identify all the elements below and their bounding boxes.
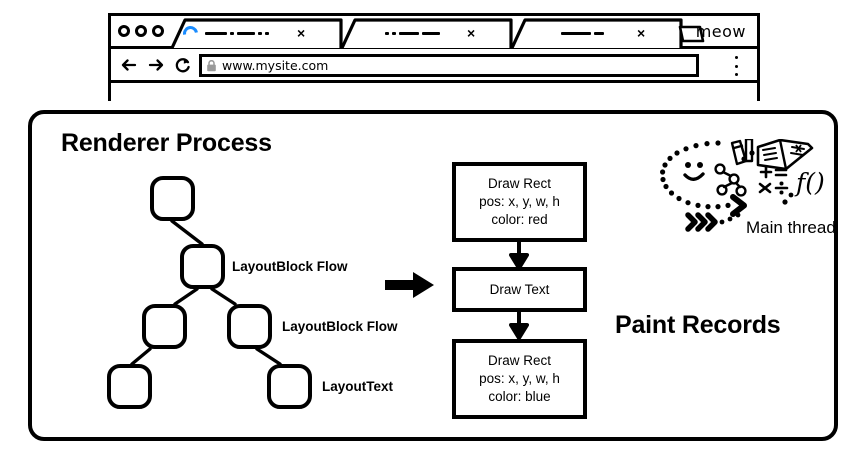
layout-tree-node-leaf-1[interactable] — [107, 364, 152, 409]
main-thread-doodle: f() Main thread — [660, 137, 865, 244]
reload-button[interactable] — [174, 56, 192, 74]
minimize-dot[interactable] — [135, 25, 147, 37]
math-dots-icon — [779, 181, 794, 205]
paint-records-title: Paint Records — [615, 311, 781, 339]
address-bar[interactable]: www.mysite.com — [199, 54, 699, 77]
tab-outline-icon — [170, 18, 343, 49]
back-arrow-icon — [121, 59, 137, 71]
back-button[interactable] — [120, 56, 138, 74]
browser-tab-1[interactable]: × — [169, 18, 344, 49]
layout-tree-node-block-2[interactable] — [142, 304, 187, 349]
browser-menu-button[interactable] — [733, 56, 739, 76]
window-controls — [118, 25, 164, 37]
tab-title-placeholder — [385, 31, 440, 35]
dotted-loop-icon — [660, 140, 755, 210]
loop-arrowhead-icon — [730, 194, 747, 217]
close-dot[interactable] — [118, 25, 130, 37]
paint-record-line: Draw Rect — [487, 176, 551, 191]
flow-arrow-icon — [385, 272, 434, 298]
maximize-dot[interactable] — [152, 25, 164, 37]
tab-close-button[interactable]: × — [297, 25, 306, 41]
browser-brand-label: meow — [695, 22, 746, 41]
layout-tree-label-block-flow-1: LayoutBlock Flow — [232, 259, 348, 274]
new-tab-button[interactable] — [678, 24, 705, 43]
tab-close-button[interactable]: × — [637, 25, 646, 41]
paint-record-connector-arrow-2-icon — [509, 311, 529, 339]
main-thread-label: Main thread — [746, 218, 836, 237]
smiley-face-icon — [683, 162, 705, 181]
paint-record-draw-rect-blue[interactable]: Draw Rect pos: x, y, w, h color: blue — [452, 339, 587, 419]
browser-tab-3[interactable]: × — [509, 18, 684, 49]
browser-window: × × — [108, 13, 760, 104]
browser-toolbar: www.mysite.com — [111, 49, 757, 83]
chevron-trailing-dots-icon — [719, 212, 741, 225]
paint-record-connector-arrow-1-icon — [509, 241, 529, 269]
paint-record-line: Draw Rect — [487, 353, 551, 368]
lock-icon — [207, 59, 216, 71]
forward-button[interactable] — [147, 56, 165, 74]
math-symbols-icon — [758, 165, 789, 194]
paint-record-line: Draw Text — [489, 281, 550, 297]
paint-record-draw-rect-red[interactable]: Draw Rect pos: x, y, w, h color: red — [452, 162, 587, 242]
paint-record-line: color: blue — [488, 389, 551, 404]
tab-title-placeholder — [205, 31, 269, 35]
paint-record-draw-text[interactable]: Draw Text — [452, 267, 587, 312]
url-text[interactable]: www.mysite.com — [222, 58, 329, 73]
renderer-process-panel: Renderer Process LayoutBlock Flow Layout… — [28, 110, 838, 441]
menu-dot — [734, 73, 738, 76]
layout-tree-node-block-1[interactable] — [180, 244, 225, 289]
layout-tree-node-leaf-2[interactable] — [267, 364, 312, 409]
tab-close-button[interactable]: × — [467, 25, 476, 41]
tab-title-placeholder — [561, 31, 604, 35]
open-book-icon — [756, 138, 814, 171]
menu-dot — [734, 56, 738, 59]
layout-tree-label-block-flow-2: LayoutBlock Flow — [282, 319, 398, 334]
pencils-icon — [730, 137, 754, 166]
paint-record-line: pos: x, y, w, h — [479, 194, 560, 209]
browser-viewport — [111, 83, 757, 104]
main-thread-illustration-icon: f() — [660, 137, 825, 232]
paint-record-line: color: red — [491, 212, 548, 227]
paint-record-line: pos: x, y, w, h — [479, 371, 560, 386]
layout-tree-node-block-3[interactable] — [227, 304, 272, 349]
function-glyph-icon: f() — [794, 168, 825, 197]
browser-tab-2[interactable]: × — [339, 18, 514, 49]
tab-strip: × × — [111, 16, 757, 49]
page-title: Renderer Process — [61, 129, 272, 157]
reload-icon — [175, 58, 190, 73]
layout-tree-label-layout-text: LayoutText — [322, 379, 394, 394]
forward-arrow-icon — [148, 59, 164, 71]
node-graph-icon — [714, 163, 747, 197]
new-tab-icon — [678, 25, 705, 43]
chevrons-icon — [685, 212, 718, 232]
layout-tree-edges — [130, 219, 282, 366]
menu-dot — [734, 64, 738, 68]
layout-tree-node-root[interactable] — [150, 176, 195, 221]
